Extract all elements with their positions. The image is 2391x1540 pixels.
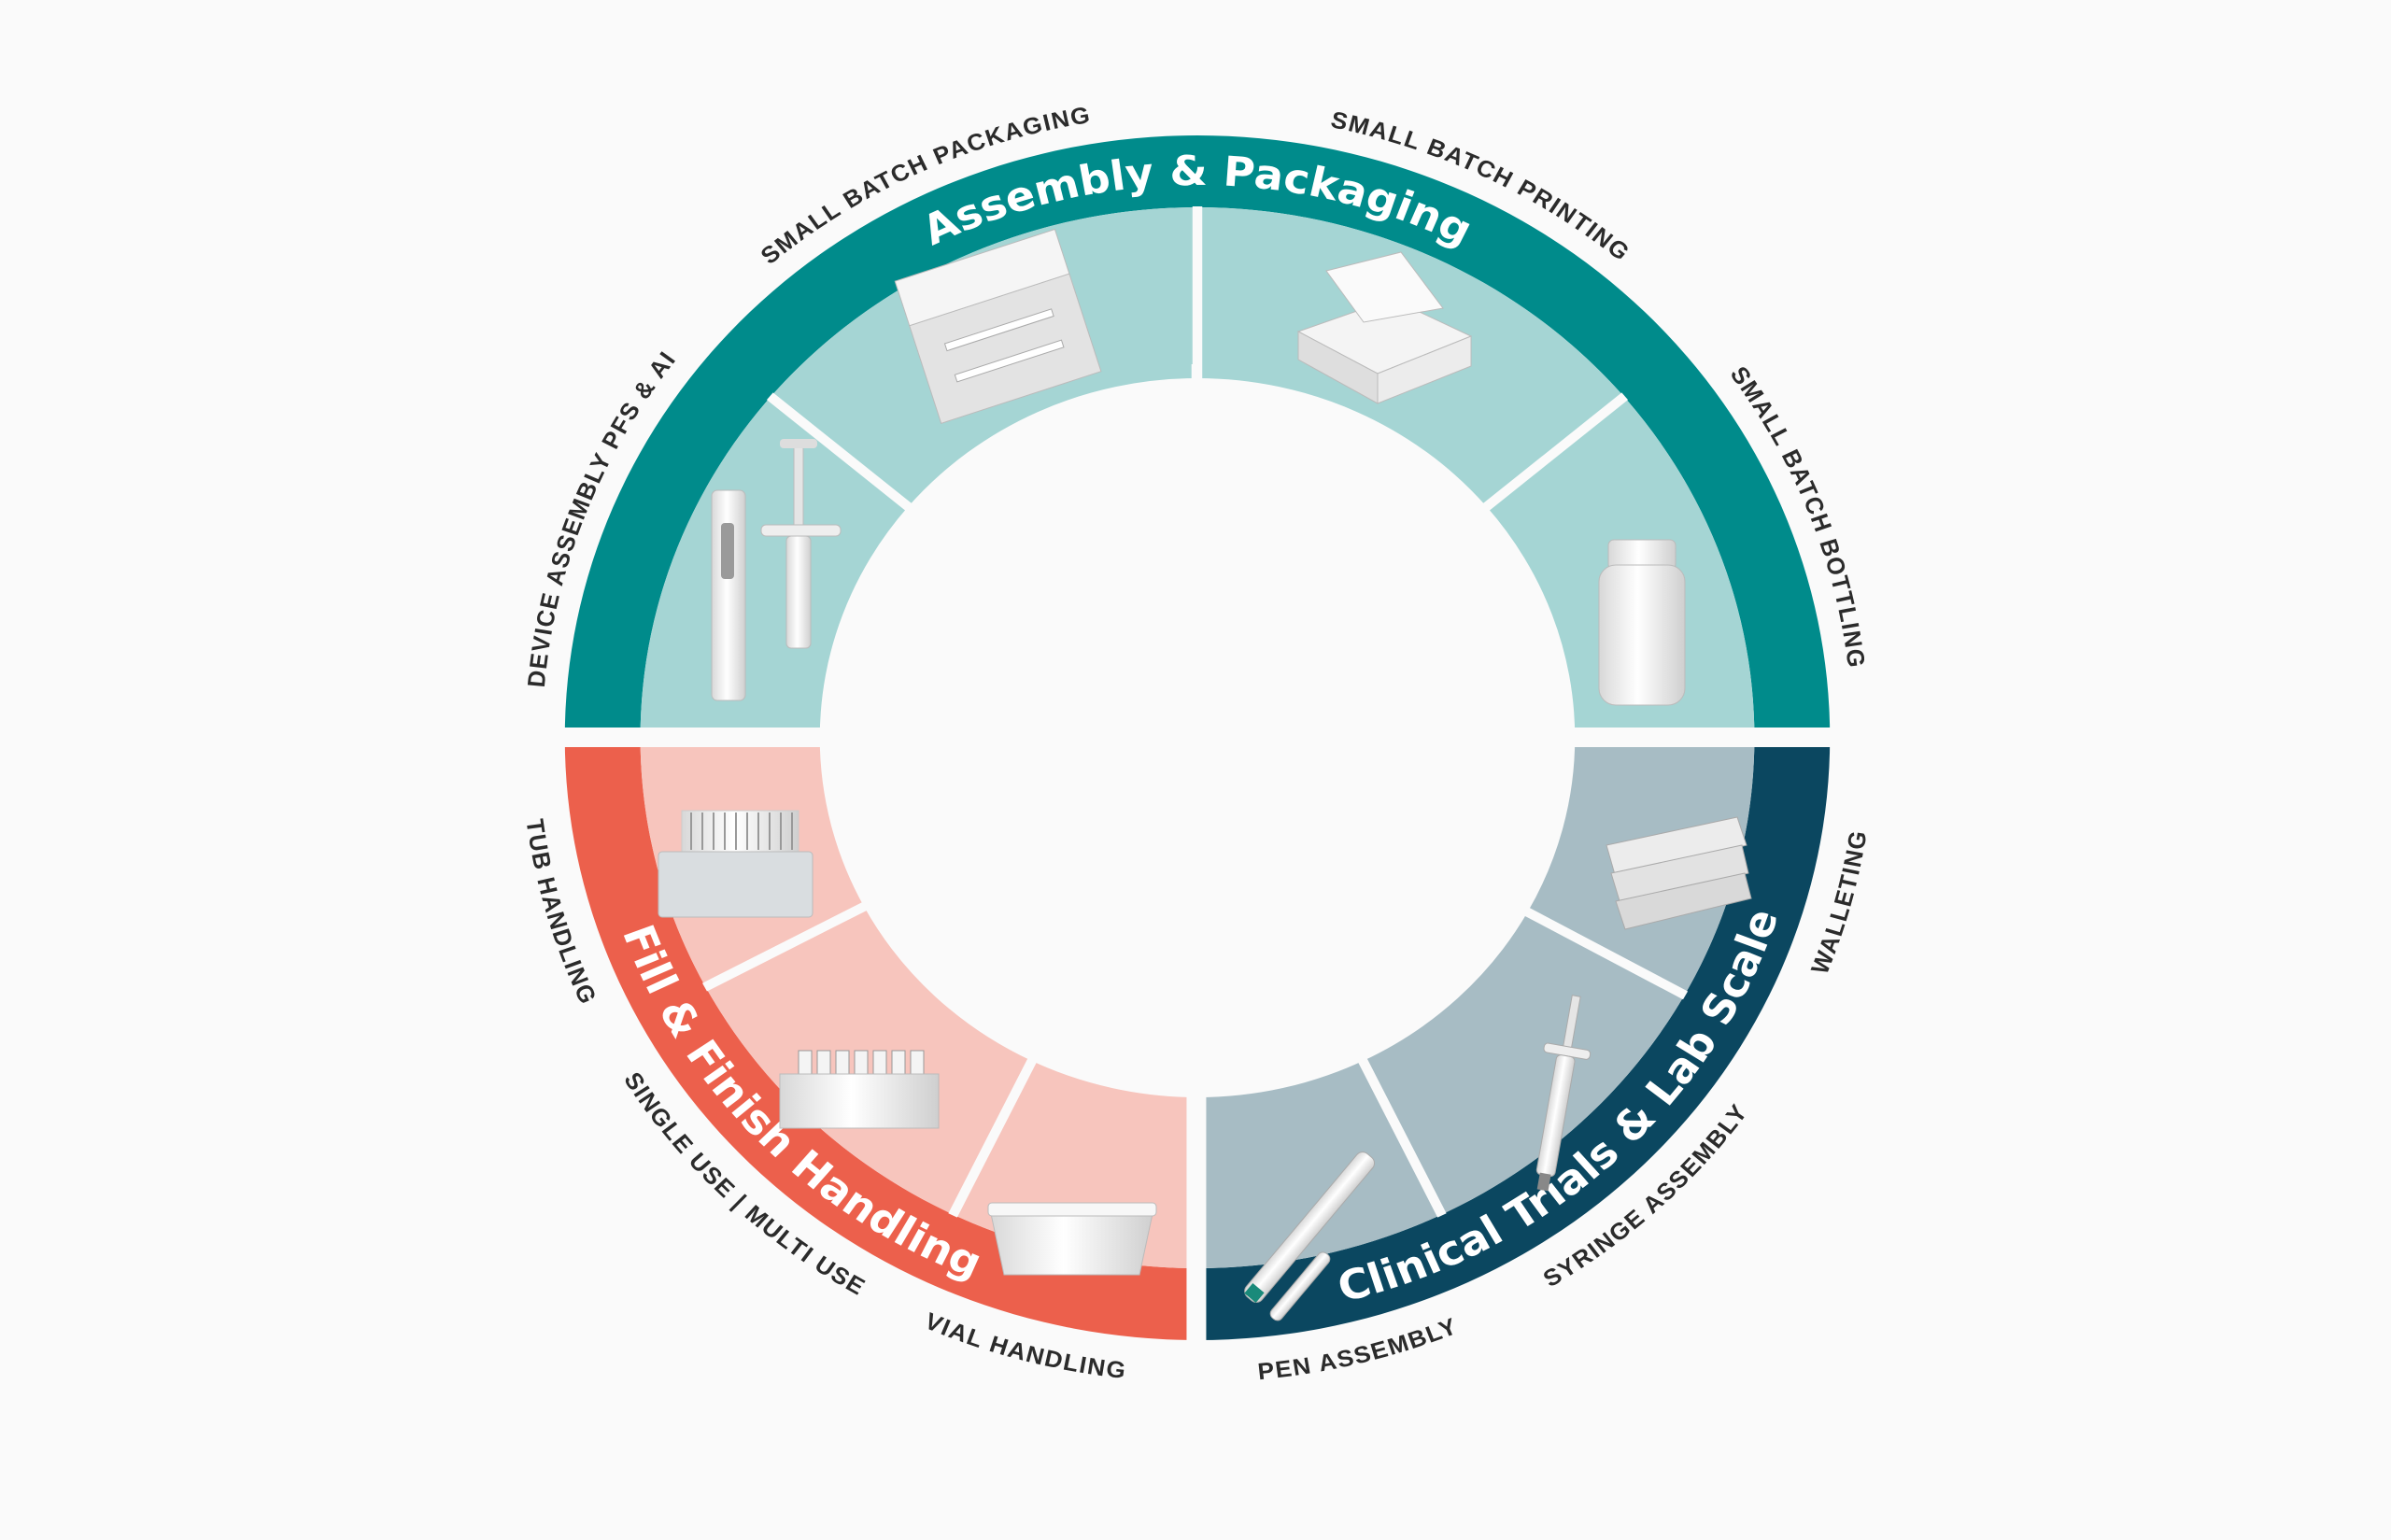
top-vertical-gap: [1191, 364, 1202, 584]
product-image-pen-and-syringe: [711, 439, 842, 701]
product-image-pen-injector: [1244, 1151, 1376, 1321]
segment[interactable]: [1363, 911, 1685, 1215]
product-images: [658, 228, 1752, 1321]
product-image-syringe: [1535, 995, 1592, 1192]
bottom-vertical-gap: [1186, 738, 1207, 1392]
product-image-vial-tray: [779, 1050, 940, 1129]
segment-divider: [1521, 905, 1689, 1000]
product-image-bottle: [1598, 539, 1686, 706]
product-image-tray: [987, 1202, 1157, 1276]
segment-divider: [766, 392, 915, 514]
product-image-blister-wallets: [1606, 816, 1752, 930]
segment[interactable]: [1197, 1061, 1442, 1268]
segment-divider: [702, 899, 871, 992]
segment-divider: [1479, 392, 1629, 514]
section-band-0: [564, 135, 1831, 738]
segment-divider: [948, 1054, 1039, 1218]
segment[interactable]: [705, 906, 1032, 1215]
product-image-open-carton: [1296, 251, 1473, 404]
segment[interactable]: [640, 396, 909, 738]
product-image-syringe-pack-box: [894, 228, 1102, 424]
section-band-1: [564, 738, 1198, 1340]
horizontal-gap: [491, 728, 1904, 747]
product-image-nested-tub: [658, 810, 814, 918]
segment-divider: [1356, 1054, 1447, 1218]
